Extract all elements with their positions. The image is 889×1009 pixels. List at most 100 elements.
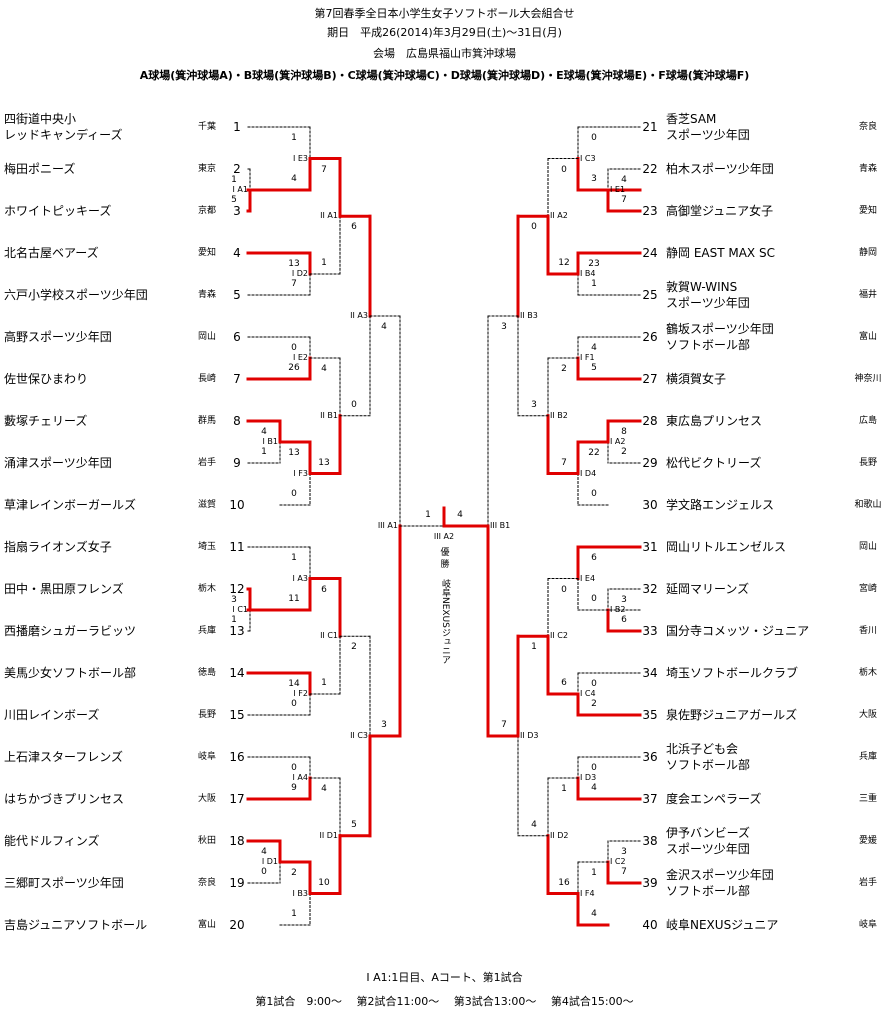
match-times: 第1試合 9:00～ 第2試合11:00～ 第3試合13:00～ 第4試合15:… — [255, 995, 634, 1008]
team-prefecture: 栃木 — [197, 584, 217, 594]
match-code: III A2 — [433, 532, 455, 541]
team-prefecture: 神奈川 — [854, 374, 882, 384]
score: 3 — [531, 399, 537, 410]
team-seed: 34 — [642, 666, 658, 680]
score: 4 — [591, 783, 597, 793]
score: 4 — [591, 909, 597, 919]
team-prefecture: 広島 — [858, 416, 878, 426]
score: 1 — [591, 279, 597, 289]
team-seed: 8 — [233, 414, 241, 428]
tournament-venue: 会場 広島県福山市箕沖球場 — [373, 47, 516, 60]
field-list: A球場(箕沖球場A)・B球場(箕沖球場B)・C球場(箕沖球場C)・D球場(箕沖球… — [139, 69, 750, 82]
score: 0 — [561, 584, 567, 595]
team-seed: 36 — [642, 750, 658, 764]
team-prefecture: 東京 — [197, 164, 217, 174]
score: 1 — [321, 678, 327, 688]
match-code: I C1 — [232, 605, 248, 614]
match-code: II C3 — [350, 731, 368, 740]
match-code: I E1 — [610, 185, 626, 194]
team-name: 金沢スポーツ少年団ソフトボール部 — [666, 868, 774, 898]
team-seed: 40 — [642, 918, 658, 932]
score: 1 — [531, 642, 537, 653]
team-name: ホワイトピッキーズ — [4, 204, 112, 218]
score: 3 — [621, 595, 627, 605]
match-code: II A1 — [320, 211, 338, 221]
team-name: 学文路エンジェルス — [666, 498, 775, 512]
team-name: 藪塚チェリーズ — [4, 414, 88, 428]
score: 1 — [291, 553, 297, 563]
team-name: 度会エンペラーズ — [666, 792, 762, 806]
score: 5 — [231, 195, 237, 205]
score: 0 — [351, 399, 357, 410]
score: 7 — [321, 164, 327, 175]
team-seed: 4 — [233, 246, 241, 260]
team-seed: 33 — [642, 624, 658, 638]
team-prefecture: 岐阜 — [858, 920, 878, 930]
team-prefecture: 滋賀 — [197, 500, 217, 510]
team-seed: 29 — [642, 456, 658, 470]
match-code: II D3 — [520, 731, 539, 740]
team-seed: 16 — [229, 750, 245, 764]
match-code: I F3 — [293, 468, 308, 478]
team-seed: 30 — [642, 498, 658, 512]
team-prefecture: 奈良 — [197, 878, 217, 888]
team-seed: 37 — [642, 792, 658, 806]
score: 1 — [231, 615, 237, 625]
team-prefecture: 長野 — [858, 458, 878, 468]
team-prefecture: 秋田 — [197, 836, 217, 846]
match-code: I B4 — [580, 269, 596, 278]
team-name: 三郷町スポーツ少年団 — [4, 876, 124, 890]
score: 1 — [291, 133, 297, 143]
score: 14 — [288, 679, 300, 689]
team-prefecture: 兵庫 — [858, 752, 878, 762]
match-code: I C2 — [610, 857, 626, 866]
score: 0 — [261, 867, 267, 877]
match-code: I A4 — [292, 773, 308, 782]
score: 7 — [501, 720, 507, 730]
team-seed: 35 — [642, 708, 658, 722]
score: 23 — [588, 259, 600, 269]
score: 1 — [591, 868, 597, 878]
score: 0 — [291, 489, 297, 499]
score: 0 — [591, 763, 597, 773]
score: 4 — [261, 427, 267, 437]
team-name: 吉島ジュニアソフトボール — [4, 918, 148, 932]
team-prefecture: 青森 — [858, 164, 878, 174]
score: 7 — [291, 279, 297, 289]
team-name: 東広島プリンセス — [666, 414, 763, 428]
team-prefecture: 香川 — [858, 626, 878, 636]
score: 6 — [321, 584, 327, 595]
match-code: II B2 — [550, 410, 568, 420]
team-name: 川田レインボーズ — [4, 708, 100, 722]
team-prefecture: 徳島 — [197, 668, 217, 678]
score: 2 — [351, 642, 357, 653]
team-name: 国分寺コメッツ・ジュニア — [666, 624, 810, 638]
team-seed: 24 — [642, 246, 658, 260]
team-name: 松代ビクトリーズ — [666, 456, 762, 470]
match-code: II B1 — [320, 410, 338, 420]
score: 11 — [288, 594, 300, 604]
team-seed: 3 — [233, 204, 241, 218]
team-seed: 20 — [229, 918, 245, 932]
team-name: 延岡マリーンズ — [666, 582, 750, 596]
match-code: III B1 — [490, 521, 511, 530]
score: 0 — [591, 489, 597, 499]
score: 2 — [291, 868, 297, 878]
score: 4 — [321, 784, 327, 794]
team-seed: 5 — [233, 288, 241, 302]
score: 13 — [318, 457, 330, 468]
champion-name: 岐阜NEXUSジュニア — [440, 579, 450, 664]
score: 5 — [591, 363, 597, 373]
team-seed: 25 — [642, 288, 658, 302]
match-code: I D2 — [291, 269, 308, 278]
team-prefecture: 愛知 — [858, 206, 878, 216]
team-seed: 7 — [233, 372, 241, 386]
team-seed: 12 — [229, 582, 245, 596]
score: 4 — [591, 343, 597, 353]
team-seed: 38 — [642, 834, 658, 848]
score: 4 — [457, 510, 463, 520]
score: 10 — [318, 877, 330, 888]
team-prefecture: 和歌山 — [854, 500, 882, 510]
team-name: 高御堂ジュニア女子 — [666, 204, 774, 218]
